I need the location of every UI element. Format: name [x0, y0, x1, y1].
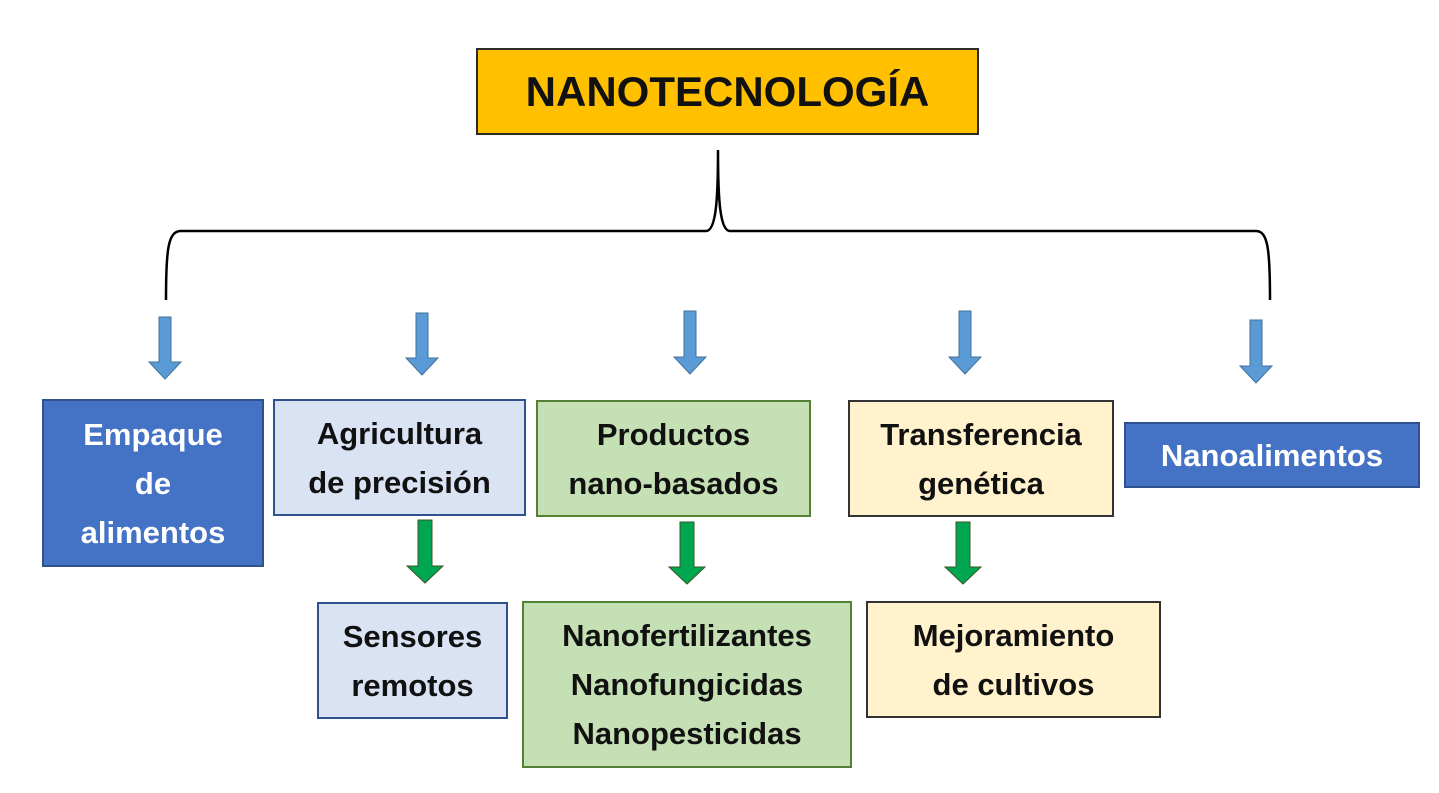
node-empaque: Empaque de alimentos: [42, 399, 264, 567]
arrow-down-icon: [667, 521, 707, 585]
arrow-down-icon: [147, 316, 183, 380]
arrow-down-icon: [404, 312, 440, 376]
node-nanoproductos: Nanofertilizantes Nanofungicidas Nanopes…: [522, 601, 852, 768]
arrow-down-icon: [947, 310, 983, 375]
node-productos: Productos nano-basados: [536, 400, 811, 517]
node-transferencia: Transferencia genética: [848, 400, 1114, 517]
arrow-down-icon: [672, 310, 708, 375]
node-mejoramiento: Mejoramiento de cultivos: [866, 601, 1161, 718]
arrow-down-icon: [405, 519, 445, 584]
node-agricultura: Agricultura de precisión: [273, 399, 526, 516]
title-box: NANOTECNOLOGÍA: [476, 48, 979, 135]
node-nanoalimentos: Nanoalimentos: [1124, 422, 1420, 488]
node-sensores: Sensores remotos: [317, 602, 508, 719]
brace: [164, 149, 1272, 301]
arrow-down-icon: [943, 521, 983, 585]
arrow-down-icon: [1238, 319, 1274, 384]
